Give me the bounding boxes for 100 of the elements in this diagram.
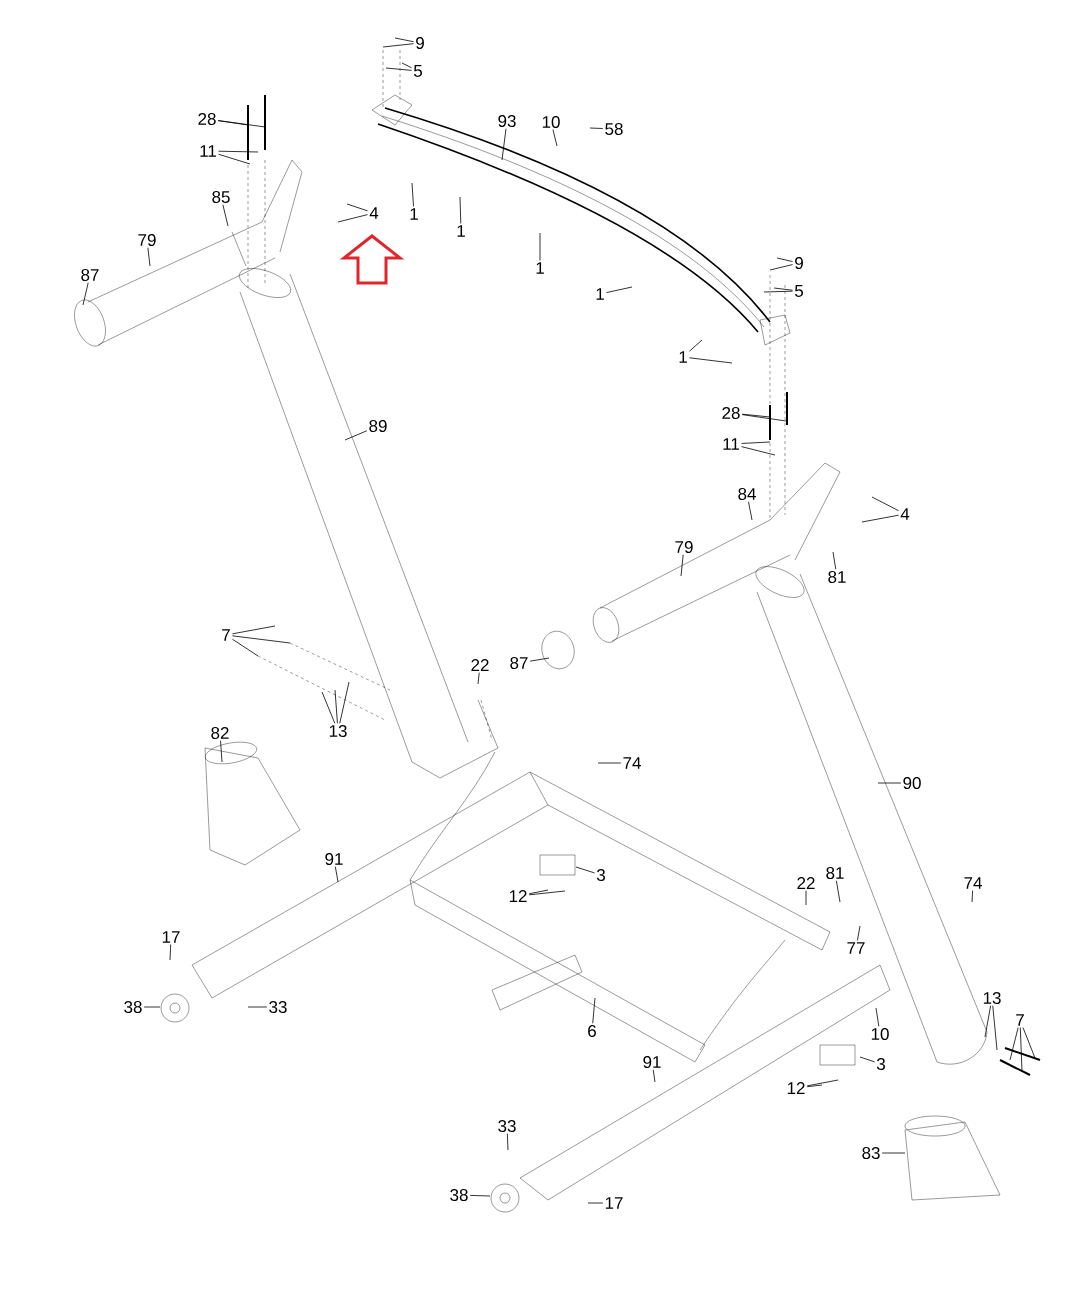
- callout-number: 93: [498, 115, 516, 127]
- leader-line: [1022, 1027, 1036, 1059]
- leader-line: [806, 1079, 839, 1087]
- leader-line: [575, 866, 595, 874]
- leader-line: [971, 890, 973, 903]
- leader-line: [232, 635, 291, 644]
- callout-number: 77: [847, 942, 865, 954]
- callout-number: 12: [787, 1082, 805, 1094]
- leader-line: [1019, 1027, 1023, 1073]
- leader-line: [857, 925, 861, 941]
- callout-number: 38: [450, 1189, 468, 1202]
- callout-number: 13: [329, 725, 347, 738]
- leader-line: [506, 1133, 509, 1151]
- callout-number: 13: [983, 992, 1001, 1005]
- callout-number: 12: [509, 890, 527, 902]
- leader-line: [220, 740, 223, 763]
- leader-line: [587, 1202, 604, 1204]
- leader-line: [652, 1069, 656, 1083]
- callout-number: 7: [222, 629, 230, 641]
- leader-line: [334, 689, 338, 724]
- callout-number: 91: [325, 853, 343, 866]
- callout-number: 10: [542, 116, 560, 128]
- leader-line: [344, 430, 368, 441]
- callout-number: 1: [457, 225, 465, 237]
- leader-line: [776, 257, 793, 262]
- callout-number: 4: [900, 508, 910, 520]
- leader-line: [769, 264, 793, 271]
- leader-line: [861, 514, 899, 523]
- callout-number: 38: [124, 1001, 142, 1014]
- leader-line: [881, 1152, 906, 1154]
- callout-number: 1: [679, 351, 687, 363]
- callout-number: 90: [903, 777, 921, 790]
- callout-number: 3: [596, 869, 605, 882]
- callout-number: 58: [605, 123, 623, 135]
- leader-line: [589, 127, 604, 129]
- callout-number: 85: [212, 191, 230, 203]
- leader-line: [334, 866, 339, 883]
- callout-number: 17: [605, 1197, 623, 1209]
- leader-line: [218, 153, 251, 165]
- callout-number: 22: [797, 877, 815, 889]
- callout-number: 33: [269, 1001, 287, 1014]
- leader-line: [337, 214, 368, 223]
- callout-number: 9: [416, 37, 424, 49]
- leader-line: [592, 997, 596, 1024]
- leader-line: [218, 150, 259, 153]
- callout-number: 83: [862, 1147, 880, 1160]
- leader-line: [321, 691, 336, 724]
- callout-number: 7: [1016, 1014, 1024, 1026]
- leader-line: [339, 681, 350, 724]
- leader-line: [689, 357, 733, 364]
- leader-line: [741, 446, 776, 456]
- leader-line: [748, 501, 753, 521]
- leader-line: [877, 782, 902, 784]
- leader-line: [232, 625, 276, 635]
- leader-line: [232, 638, 259, 657]
- callout-number: 10: [871, 1028, 889, 1041]
- callout-number: 28: [722, 407, 740, 420]
- leader-line: [689, 339, 703, 352]
- callout-number: 91: [643, 1056, 661, 1069]
- callout-number: 22: [471, 659, 489, 671]
- leader-line: [529, 657, 550, 662]
- leader-line: [385, 67, 412, 71]
- leader-line: [394, 37, 414, 43]
- leader-line: [222, 204, 229, 227]
- leader-line: [1009, 1027, 1019, 1061]
- callout-number: 74: [623, 757, 641, 769]
- callout-number: 9: [795, 257, 803, 270]
- callout-number: 74: [964, 877, 982, 889]
- callout-number: 17: [162, 931, 180, 943]
- callout-number: 3: [876, 1058, 885, 1071]
- leader-line: [411, 182, 414, 207]
- leader-line: [477, 672, 480, 685]
- leader-line: [247, 1006, 268, 1008]
- callout-number: 11: [200, 145, 216, 157]
- callout-number: 89: [369, 420, 387, 433]
- leader-line: [597, 762, 622, 764]
- leader-line: [169, 944, 172, 961]
- leader-line: [741, 414, 787, 422]
- leader-line: [217, 120, 266, 128]
- leader-line: [82, 282, 89, 306]
- callout-number: 79: [675, 541, 693, 554]
- leader-line: [859, 1056, 875, 1063]
- leader-line: [805, 890, 807, 906]
- callout-number: 79: [138, 234, 156, 247]
- leader-line: [552, 129, 558, 147]
- callout-number: 84: [738, 488, 756, 501]
- leader-line: [875, 1007, 880, 1027]
- callout-number: 81: [828, 571, 846, 584]
- callout-number: 5: [794, 285, 803, 297]
- leader-line: [528, 890, 566, 896]
- leader-line: [763, 290, 793, 293]
- leader-line: [741, 441, 771, 444]
- leader-line: [539, 232, 541, 261]
- callout-number: 81: [826, 867, 844, 880]
- callout-number: 82: [211, 727, 229, 740]
- callout-number: 4: [369, 207, 379, 219]
- callout-number: 6: [588, 1025, 596, 1038]
- leader-line: [459, 196, 462, 224]
- leader-line: [806, 1084, 823, 1088]
- leader-line: [835, 880, 841, 903]
